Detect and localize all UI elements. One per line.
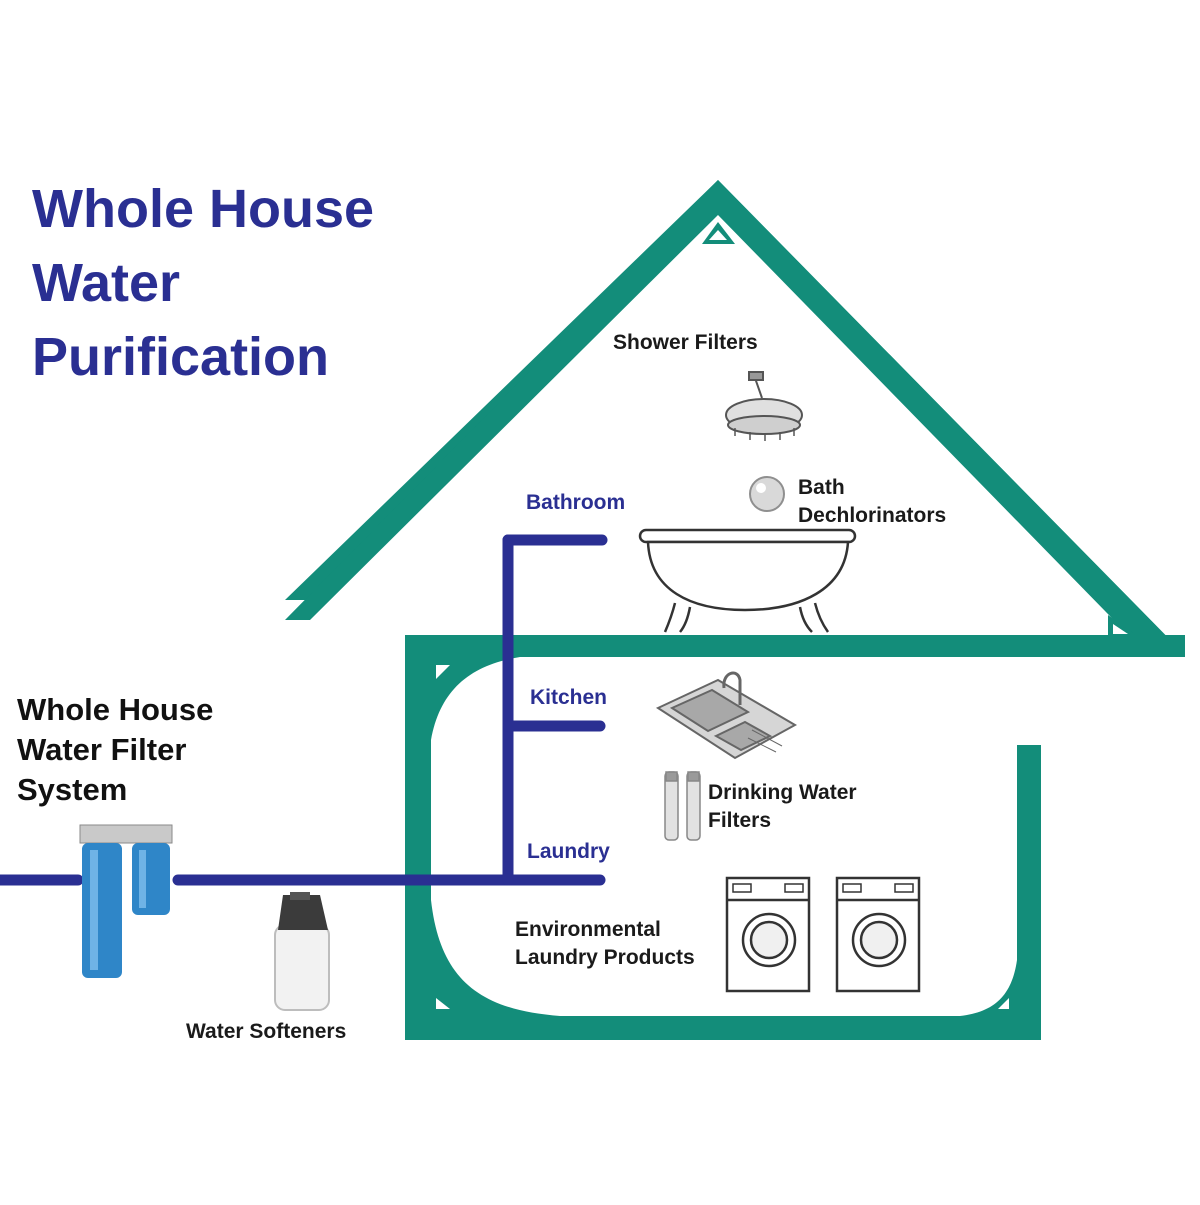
shower-head-icon (725, 371, 803, 441)
bath-label-line: Dechlorinators (798, 504, 947, 527)
water-softener-icon (274, 892, 330, 1011)
room-label-laundry: Laundry (527, 840, 610, 863)
laundry-label-line: Environmental (515, 918, 661, 941)
system-label: Whole House Water Filter System (17, 690, 213, 810)
room-label-kitchen: Kitchen (530, 686, 608, 709)
system-label-line: System (17, 772, 128, 807)
title-line: Whole House (32, 179, 375, 239)
drinking-label-line: Drinking Water (708, 781, 857, 804)
system-label-line: Water Filter (17, 732, 187, 767)
drinking-label-line: Filters (708, 809, 772, 832)
bathtub-icon (638, 528, 857, 633)
plumbing-pipes (0, 534, 608, 886)
title-line: Purification (32, 327, 330, 387)
bath-dechlorinator-icon (749, 476, 785, 512)
drinking-filter-icon (664, 771, 701, 841)
drinking-water-filters-label: Drinking Water Filters (708, 779, 857, 835)
page-title: Whole House Water Purification (32, 172, 374, 394)
system-label-line: Whole House (17, 692, 214, 727)
water-softeners-label: Water Softeners (186, 1020, 347, 1043)
shower-filters-label: Shower Filters (613, 331, 758, 354)
house-body-frame (405, 635, 1185, 1040)
kitchen-sink-icon (655, 671, 798, 760)
washing-machine-icon (725, 876, 811, 993)
washing-machine-icon (835, 876, 921, 993)
laundry-products-label: Environmental Laundry Products (515, 916, 695, 972)
title-line: Water (32, 253, 181, 313)
bath-label-line: Bath (798, 476, 845, 499)
filter-canisters-icon (79, 824, 173, 978)
bath-dechlorinators-label: Bath Dechlorinators (798, 474, 946, 530)
room-label-bathroom: Bathroom (526, 491, 626, 514)
laundry-label-line: Laundry Products (515, 946, 695, 969)
